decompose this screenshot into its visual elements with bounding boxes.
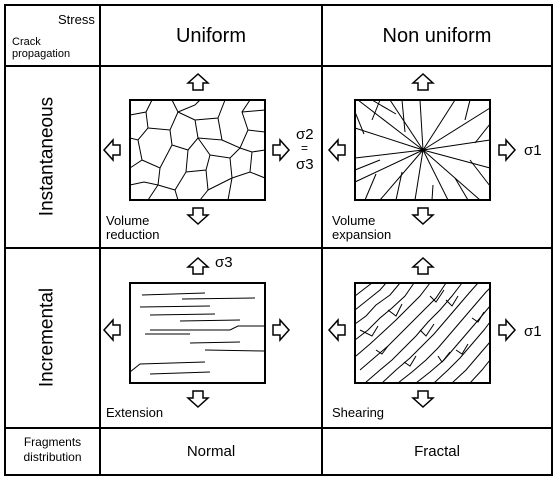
cell-uniform-instantaneous: [103, 73, 290, 225]
footer-value-fractal: Fractal: [414, 443, 460, 460]
row-header-incremental: Incremental: [36, 287, 58, 388]
shear-crack-network: [354, 282, 491, 384]
cell-uniform-incremental: [103, 257, 290, 408]
row-header-instantaneous: Instantaneous: [36, 96, 58, 217]
cell-nonuniform-incremental: [328, 257, 516, 408]
sigma3-label-incremental: σ3: [215, 254, 233, 271]
sigma1-label-incremental: σ1: [524, 323, 542, 340]
polygonal-crack-network: [129, 99, 266, 201]
footer-label-fragments: Fragments: [23, 435, 82, 449]
corner-propagation-label: propagation: [12, 48, 71, 60]
radial-crack-network: [354, 99, 491, 201]
caption-volume-reduction-2: reduction: [106, 227, 160, 242]
sample-block-shear-cracks: [354, 282, 491, 384]
sample-block-radial-cracks: [354, 99, 491, 201]
corner-crack-label: Crack: [12, 36, 41, 48]
equals-sign: =: [301, 141, 309, 155]
sigma3-label: σ3: [296, 156, 314, 173]
caption-volume-expansion-2: expansion: [332, 227, 392, 242]
extension-crack-network: [129, 292, 266, 375]
sigma1-label-instantaneous: σ1: [524, 142, 542, 159]
caption-extension: Extension: [106, 405, 164, 420]
footer-label-distribution: distribution: [23, 450, 82, 464]
corner-stress-label: Stress: [58, 12, 95, 27]
sample-block-extension-cracks: [129, 282, 266, 384]
caption-shearing: Shearing: [332, 405, 385, 420]
caption-volume-reduction-1: Volume: [106, 213, 150, 228]
footer-value-normal: Normal: [186, 443, 236, 460]
sigma2-label: σ2: [296, 126, 314, 143]
cell-nonuniform-instantaneous: [328, 73, 516, 225]
stress-arrows-uniform-incremental: [103, 257, 290, 408]
stress-arrows-uniform-instantaneous: [103, 73, 290, 225]
column-header-uniform: Uniform: [175, 25, 246, 47]
column-header-nonuniform: Non uniform: [382, 25, 492, 47]
caption-volume-expansion-1: Volume: [332, 213, 376, 228]
